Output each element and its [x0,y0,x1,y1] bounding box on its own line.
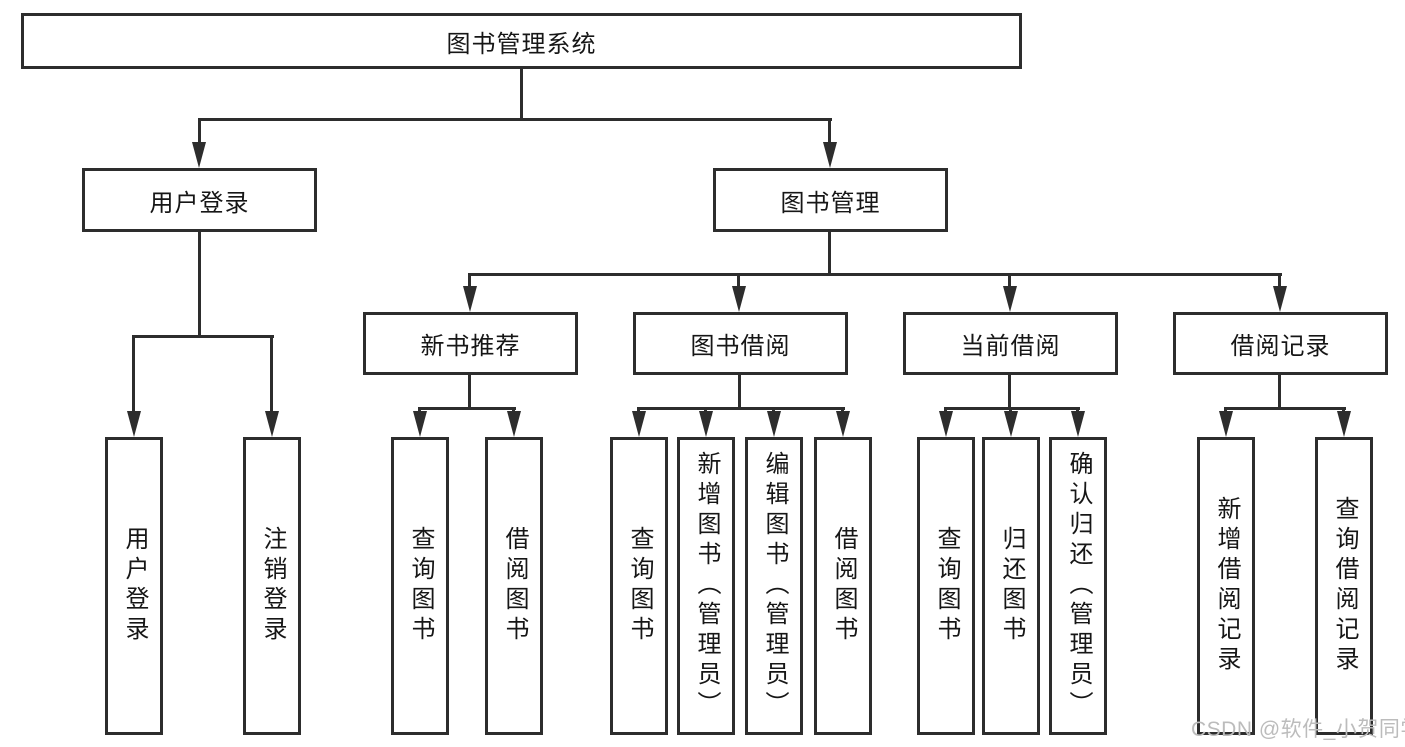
connector-arrowhead [265,411,279,437]
connector-line [944,407,1080,410]
connector-line [828,232,831,273]
connector-line [1008,273,1011,290]
node-new-book-recommendation: 新书推荐 [363,312,578,375]
connector-arrowhead [127,411,141,437]
node-root-library-system: 图书管理系统 [21,13,1022,69]
node-leaf-query-books-3: 查询图书 [917,437,975,735]
connector-arrowhead [699,411,713,437]
node-leaf-add-book-admin: 新增图书（管理员） [677,437,735,735]
connector-line [828,118,831,146]
node-user-login: 用户登录 [82,168,317,232]
connector-line [468,273,471,290]
node-label: 查询图书 [626,526,653,646]
connector-arrowhead [1004,411,1018,437]
node-label: 用户登录 [121,526,148,646]
node-leaf-query-books-1: 查询图书 [391,437,449,735]
connector-line [132,335,274,338]
node-label: 查询图书 [933,526,960,646]
node-label: 查询图书 [407,526,434,646]
connector-line [270,335,273,415]
node-label: 借阅记录 [1230,333,1331,360]
connector-arrowhead [767,411,781,437]
node-leaf-logout: 注销登录 [243,437,301,735]
connector-line [132,335,135,415]
connector-line [1278,273,1281,290]
node-label: 借阅图书 [830,526,857,646]
node-label: 用户登录 [149,189,250,217]
connector-arrowhead [192,142,206,168]
connector-arrowhead [939,411,953,437]
connector-line [468,375,471,407]
node-label: 新增借阅记录 [1213,496,1240,676]
node-leaf-borrow-books-2: 借阅图书 [814,437,872,735]
connector-line [738,375,741,407]
node-leaf-return-books: 归还图书 [982,437,1040,735]
connector-arrowhead [1071,411,1085,437]
node-label: 借阅图书 [501,526,528,646]
connector-arrowhead [1273,286,1287,312]
connector-line [637,407,845,410]
node-label: 编辑图书（管理员） [761,451,788,721]
connector-arrowhead [507,411,521,437]
node-label: 确认归还（管理员） [1065,451,1092,721]
connector-line [1224,407,1346,410]
node-borrowing-records: 借阅记录 [1173,312,1388,375]
connector-line [1008,375,1011,407]
connector-line [468,273,1282,276]
connector-arrowhead [823,142,837,168]
node-book-borrowing: 图书借阅 [633,312,848,375]
connector-line [198,118,832,121]
connector-arrowhead [1337,411,1351,437]
node-label: 查询借阅记录 [1331,496,1358,676]
connector-arrowhead [836,411,850,437]
node-label: 图书管理 [780,189,881,217]
node-current-borrowing: 当前借阅 [903,312,1118,375]
connector-line [737,273,740,290]
connector-line [198,118,201,146]
connector-arrowhead [463,286,477,312]
node-label: 图书管理系统 [446,30,597,58]
node-leaf-borrow-books-1: 借阅图书 [485,437,543,735]
connector-line [1278,375,1281,407]
node-leaf-confirm-return-admin: 确认归还（管理员） [1049,437,1107,735]
node-leaf-edit-book-admin: 编辑图书（管理员） [745,437,803,735]
node-label: 新书推荐 [420,333,521,360]
node-leaf-query-books-2: 查询图书 [610,437,668,735]
connector-arrowhead [1219,411,1233,437]
node-label: 注销登录 [259,526,286,646]
node-leaf-add-borrow-record: 新增借阅记录 [1197,437,1255,735]
node-book-management: 图书管理 [713,168,948,232]
connector-arrowhead [413,411,427,437]
connector-arrowhead [1003,286,1017,312]
connector-line [198,232,201,335]
csdn-watermark: CSDN @软件_小贺同学 [1191,718,1405,741]
node-label: 图书借阅 [690,333,791,360]
node-label: 新增图书（管理员） [693,451,720,721]
connector-line [520,67,523,118]
node-label: 归还图书 [998,526,1025,646]
node-leaf-user-login: 用户登录 [105,437,163,735]
connector-arrowhead [632,411,646,437]
connector-arrowhead [732,286,746,312]
node-label: 当前借阅 [960,333,1061,360]
node-leaf-query-borrow-record: 查询借阅记录 [1315,437,1373,735]
connector-line [418,407,516,410]
